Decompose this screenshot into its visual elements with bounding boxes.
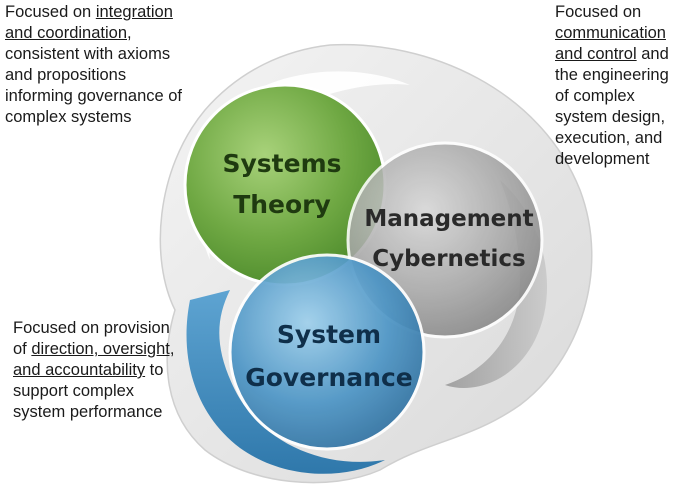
management-cybernetics-label-1: Management (364, 206, 533, 232)
note-text: to support complex system performance (13, 361, 164, 421)
note-emphasis: communication and control (555, 24, 666, 63)
note-text: Focused on (5, 3, 96, 21)
note-emphasis: direction, oversight, and accountability (13, 340, 175, 379)
system-governance-description: Focused on provision of direction, overs… (13, 318, 188, 423)
systems-theory-description: Focused on integration and coordination,… (5, 2, 185, 128)
systems-theory-label-1: Systems (222, 149, 341, 178)
systems-theory-label-2: Theory (233, 190, 331, 219)
note-text: Focused on provision of (13, 319, 170, 358)
note-text: Focused on (555, 3, 642, 21)
note-text: and the engineering of complex system de… (555, 45, 669, 168)
management-cybernetics-label-2: Cybernetics (372, 246, 525, 272)
system-governance-label-1: System (277, 320, 381, 349)
note-text: , consistent with axioms and proposition… (5, 24, 183, 126)
management-cybernetics-description: Focused on communication and control and… (555, 2, 685, 170)
system-governance-label-2: Governance (245, 363, 413, 392)
system-governance-circle (228, 253, 426, 451)
governance-tail (186, 290, 385, 474)
note-emphasis: integration and coordination (5, 3, 173, 42)
